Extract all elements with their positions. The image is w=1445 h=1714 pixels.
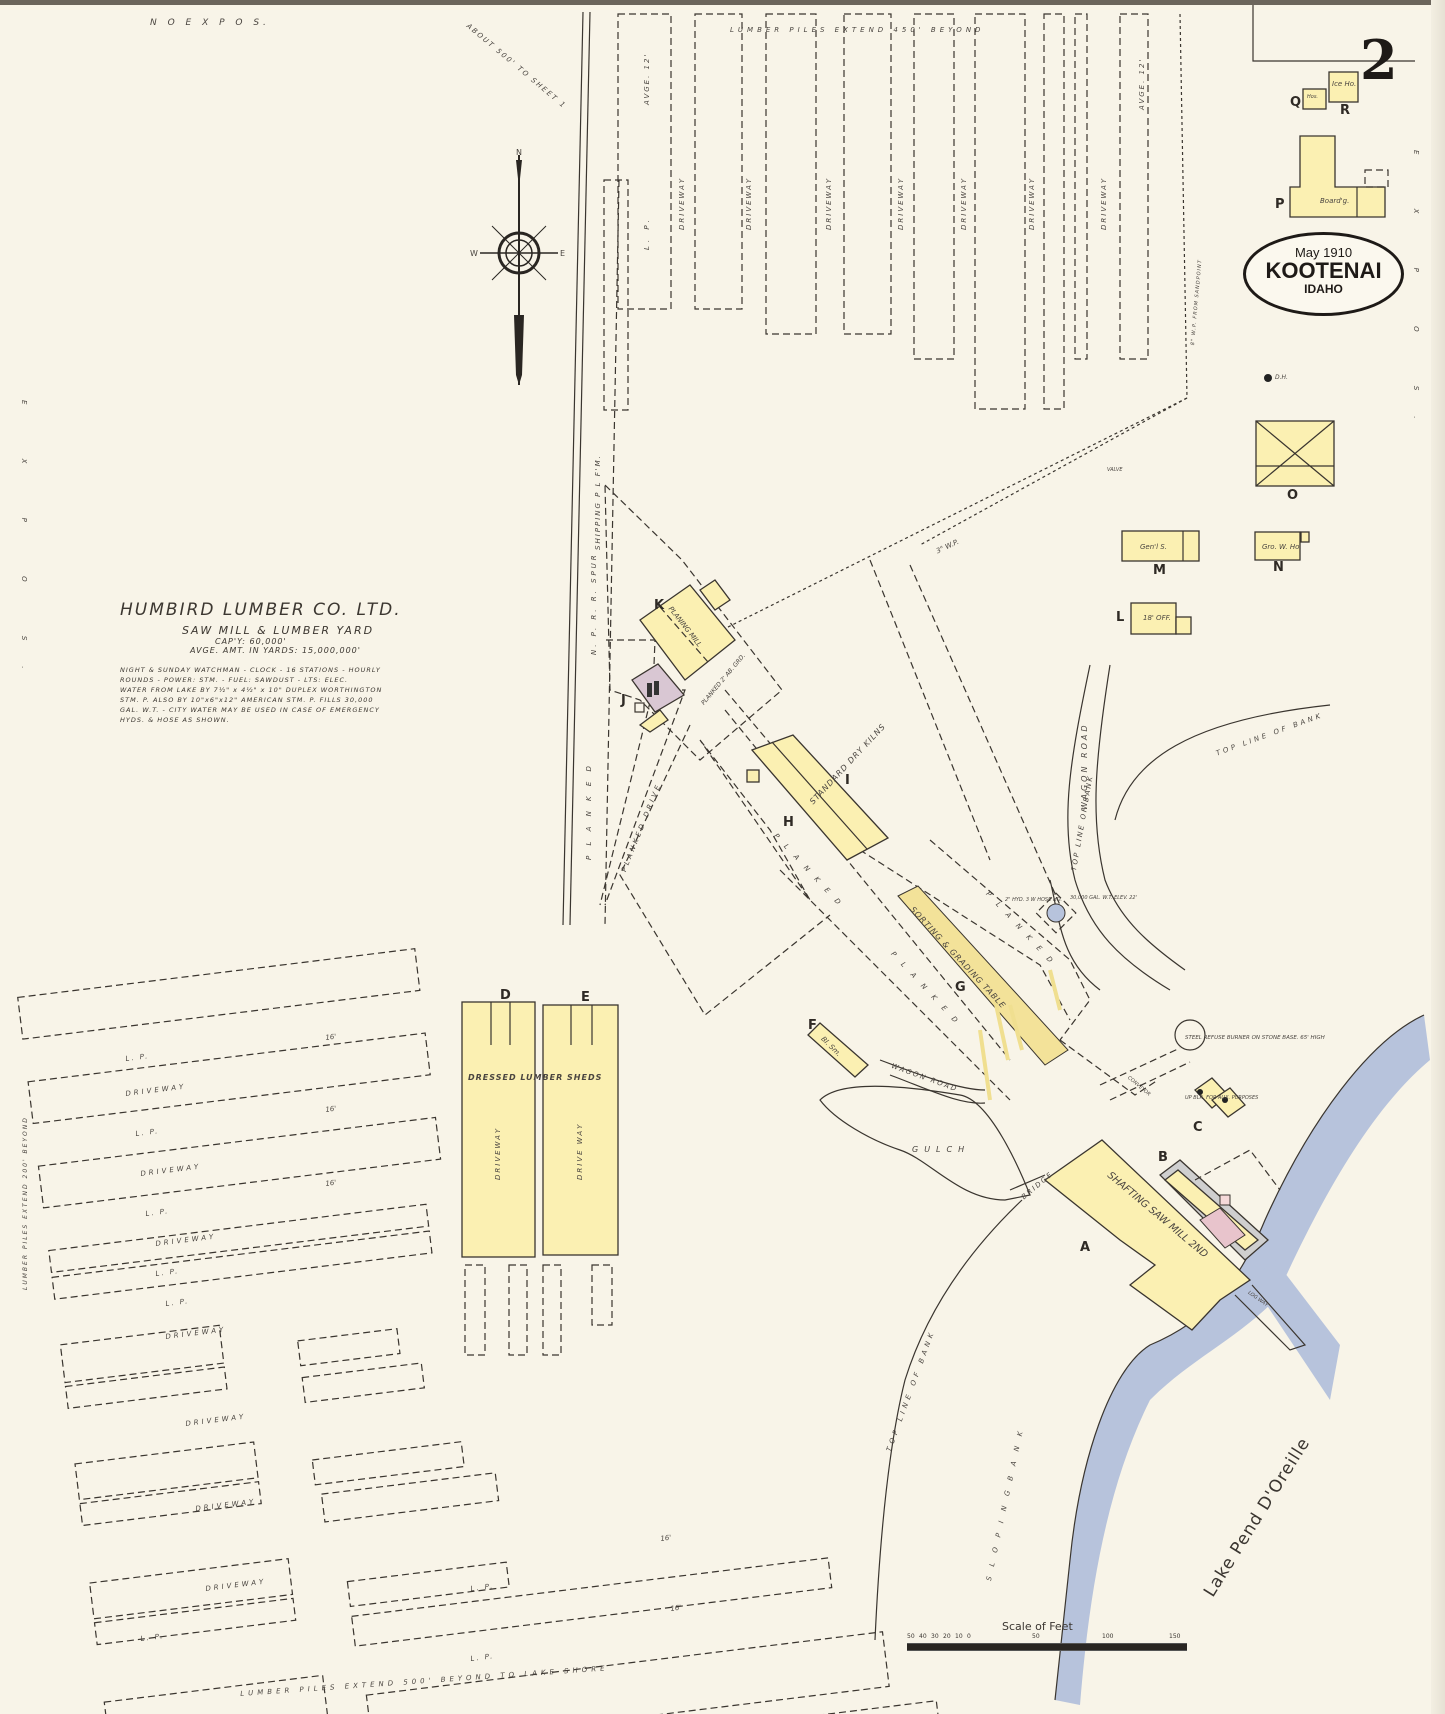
building-b-letter[interactable]: B xyxy=(1158,1150,1168,1165)
company-subtitle: SAW MILL & LUMBER YARD xyxy=(182,624,375,637)
top-pile-label-avge: AVGE. 12' xyxy=(1138,57,1146,110)
top-pile-driveway: DRIVEWAY xyxy=(825,176,833,230)
dry-kilns xyxy=(746,734,890,861)
saw-mill xyxy=(1043,1019,1281,1331)
blacksmith-shop xyxy=(807,1022,869,1078)
rr-spur xyxy=(562,11,629,926)
lumber-sheds xyxy=(461,1001,619,1356)
top-pile-label-lp: L. P. xyxy=(643,216,651,250)
pile-label-height: 16' xyxy=(325,1178,337,1188)
average-amount: AVGE. AMT. IN YARDS: 15,000,000' xyxy=(190,646,361,655)
state-name: IDAHO xyxy=(1304,282,1343,296)
left-piles-note: LUMBER PILES EXTEND 200' BEYOND xyxy=(22,1116,29,1290)
building-d-letter[interactable]: D xyxy=(500,988,511,1003)
building-q-letter[interactable]: Q xyxy=(1290,95,1302,110)
building-e-letter[interactable]: E xyxy=(581,990,590,1005)
building-n-letter[interactable]: N xyxy=(1273,560,1284,575)
building-r-letter[interactable]: R xyxy=(1340,103,1351,118)
top-pile-driveway: DRIVEWAY xyxy=(897,176,905,230)
top-pile-driveway: DRIVEWAY xyxy=(1028,176,1036,230)
general-store-label: Gen'l S. xyxy=(1140,543,1167,551)
compass-rose-icon xyxy=(480,155,558,385)
town-cartouche: May 1910 KOOTENAI IDAHO xyxy=(1243,232,1404,316)
top-piles-note: LUMBER PILES EXTEND 450' BEYOND xyxy=(730,26,985,34)
top-pile-label-avge: AVGE. 12' xyxy=(643,52,651,105)
capacity: CAP'Y: 60,000' xyxy=(215,637,287,646)
compass-e: E xyxy=(560,249,566,258)
building-o-letter[interactable]: O xyxy=(1287,488,1299,503)
town-name: KOOTENAI xyxy=(1265,258,1382,283)
building-c-letter[interactable]: C xyxy=(1193,1120,1203,1135)
map-date: May 1910 xyxy=(1294,245,1353,260)
scale-bar: Scale of Feet 50 40 30 20 10 0 50 100 15… xyxy=(907,1620,1187,1651)
pile-label-height: 16' xyxy=(660,1533,672,1543)
gulch-label: GULCH xyxy=(912,1145,971,1154)
top-pile-driveway: DRIVEWAY xyxy=(745,176,753,230)
sheet-number: 2 xyxy=(1360,28,1398,92)
bottom-lumber-piles xyxy=(17,948,944,1714)
edge-label-top: N O E X P O S. xyxy=(150,18,270,28)
grocery-warehouse-label: Gro. W. Ho. xyxy=(1262,543,1302,551)
dh-label: D.H. xyxy=(1275,374,1288,381)
pile-label-height: 16' xyxy=(325,1104,337,1114)
sorting-table xyxy=(897,885,1069,1101)
top-pile-driveway: DRIVEWAY xyxy=(1100,176,1108,230)
planked-areas xyxy=(599,483,1159,1101)
dressed-sheds-label: DRESSED LUMBER SHEDS xyxy=(468,1073,603,1082)
company-name: HUMBIRD LUMBER CO. LTD. xyxy=(120,600,402,620)
top-pile-driveway: DRIVEWAY xyxy=(678,176,686,230)
planing-mill xyxy=(631,579,736,733)
pile-label-height: 16' xyxy=(670,1603,682,1613)
building-j-letter[interactable]: J xyxy=(621,693,626,708)
building-l-letter[interactable]: L xyxy=(1116,610,1125,625)
scale-bar-graphic xyxy=(907,1643,1187,1651)
boarding-house-label: Board'g. xyxy=(1320,197,1350,205)
ice-house-label: Ice Ho. xyxy=(1332,80,1357,88)
building-a-letter[interactable]: A xyxy=(1080,1240,1091,1255)
refuse-burner-label: STEEL REFUSE BURNER ON STONE BASE. 65' H… xyxy=(1185,1035,1325,1041)
scale-title: Scale of Feet xyxy=(1002,1620,1073,1633)
valve-label: VALVE xyxy=(1107,467,1123,473)
hose-house-label: 2" HYD. 3 W HOSE HO. xyxy=(1005,897,1062,903)
roads-terrain xyxy=(819,374,1331,1641)
pile-label-height: 16' xyxy=(325,1032,337,1042)
building-i-letter[interactable]: I xyxy=(845,773,850,788)
building-m-letter[interactable]: M xyxy=(1153,563,1166,578)
water-tank-label: 30,000 GAL. W.T. ELEV. 22' xyxy=(1070,895,1137,901)
building-f-letter[interactable]: F xyxy=(808,1018,817,1033)
title-block: HUMBIRD LUMBER CO. LTD. SAW MILL & LUMBE… xyxy=(120,600,450,725)
fire-protection-notes: NIGHT & SUNDAY WATCHMAN - CLOCK - 16 STA… xyxy=(120,666,383,724)
edge-label-left: E X P O S. xyxy=(20,400,28,695)
top-pile-driveway: DRIVEWAY xyxy=(960,176,968,230)
building-p-letter[interactable]: P xyxy=(1275,197,1285,212)
shed-e-driveway: DRIVE WAY xyxy=(576,1122,584,1180)
nprr-spur-label: N. P. R. R. SPUR xyxy=(590,552,598,655)
town-buildings xyxy=(1121,5,1415,635)
aux-boiler-label: UP BLR. FOR AUX. PURPOSES xyxy=(1185,1095,1259,1101)
office-label: 18' OFF. xyxy=(1143,614,1171,622)
planked-label-1: P L A N K E D xyxy=(585,762,593,860)
compass-w: W xyxy=(470,249,478,258)
page-edge xyxy=(1431,0,1445,1714)
top-lumber-piles xyxy=(617,13,1188,651)
edge-label-right: E X P O S. xyxy=(1412,150,1420,445)
building-k-letter[interactable]: K xyxy=(654,598,665,613)
scale-ticks: 50 40 30 20 10 0 50 100 150 xyxy=(907,1633,1181,1640)
lake-pend-oreille xyxy=(1054,1014,1430,1705)
hose-house-q-label: Hos. xyxy=(1307,94,1319,100)
top-border xyxy=(0,0,1445,5)
building-g-letter[interactable]: G xyxy=(955,980,966,995)
building-h-letter[interactable]: H xyxy=(783,815,794,830)
compass-n: N xyxy=(516,148,522,157)
shed-d-driveway: DRIVEWAY xyxy=(494,1126,502,1180)
shipping-platform-label: SHIPPING P L F'M. xyxy=(594,454,602,550)
